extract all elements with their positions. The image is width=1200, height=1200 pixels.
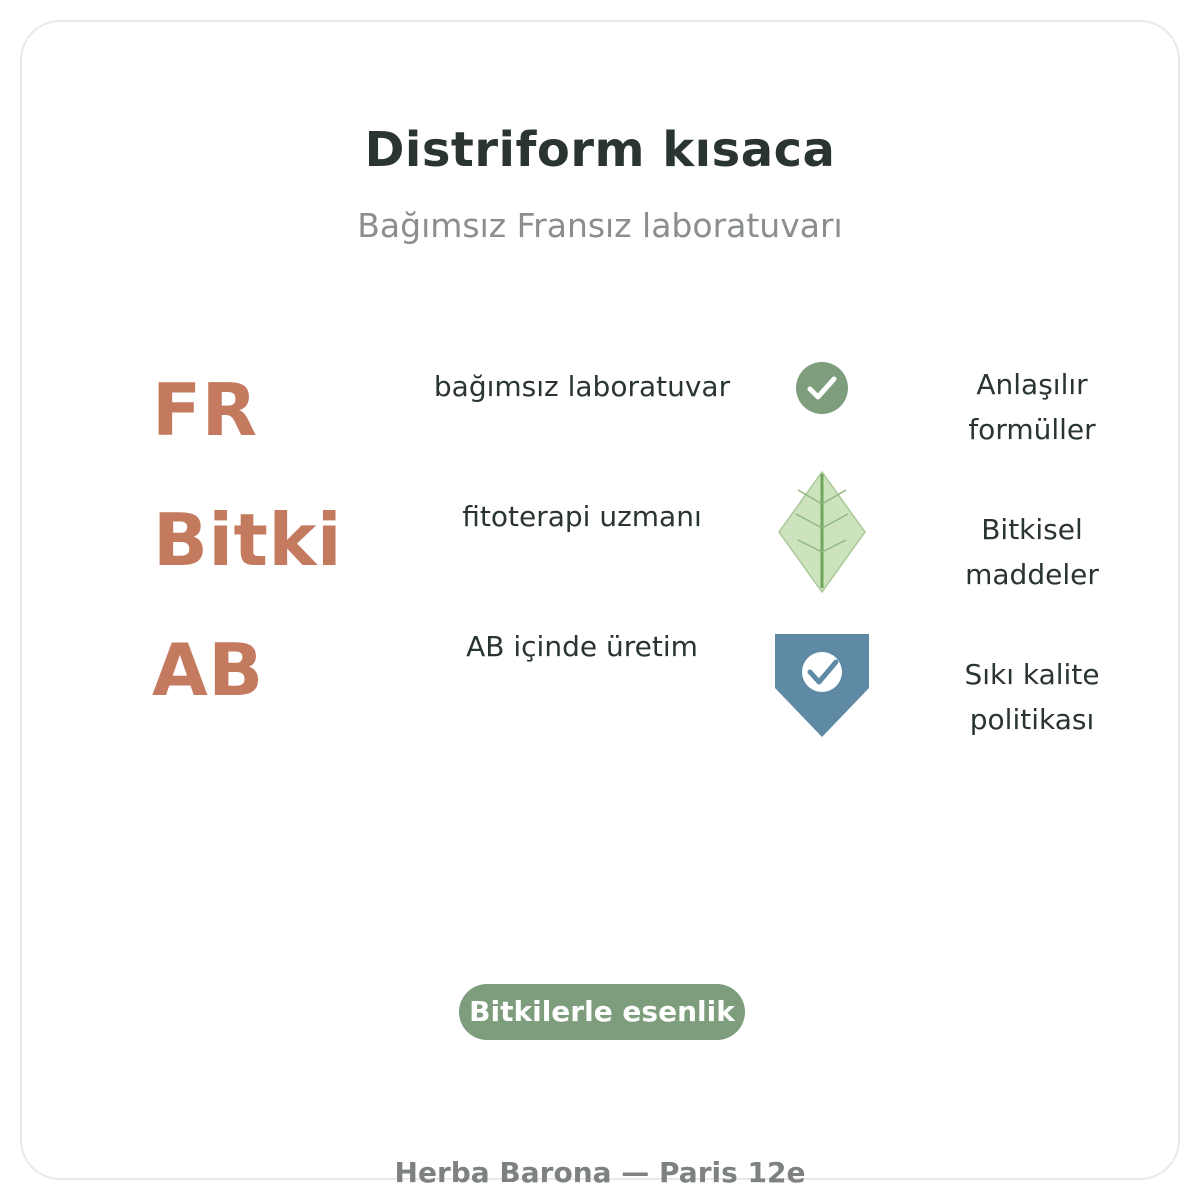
quality-shield-icon [775,634,869,737]
feature-line: politikası [969,703,1095,736]
description-independent-lab: bağımsız laboratuvar [433,370,731,403]
keyword-ab: AB [152,628,264,712]
feature-line: Sıkı kalite [964,658,1100,691]
description-eu-production: AB içinde üretim [466,630,698,663]
feature-line: formüller [968,413,1096,446]
feature-herbal-ingredients: Bitkisel maddeler [922,507,1142,597]
page-subtitle: Bağımsız Fransız laboratuvarı [357,206,843,245]
page-title: Distriform kısaca [364,122,836,178]
check-circle-icon [796,362,848,414]
feature-line: Anlaşılır [976,368,1088,401]
keyword-fr: FR [152,368,258,452]
leaf-icon [778,470,866,594]
description-phytotherapy: fitoterapi uzmanı [462,500,702,533]
feature-line: Bitkisel [981,513,1083,546]
info-card: Distriform kısaca Bağımsız Fransız labor… [20,20,1180,1189]
feature-quality-policy: Sıkı kalite politikası [922,652,1142,742]
feature-clear-formulas: Anlaşılır formüller [922,362,1142,452]
footer-text: Herba Barona — Paris 12e [394,1156,806,1189]
feature-line: maddeler [965,558,1099,591]
keyword-bitki: Bitki [153,498,343,582]
cta-button[interactable]: Bitkilerle esenlik [459,984,745,1040]
